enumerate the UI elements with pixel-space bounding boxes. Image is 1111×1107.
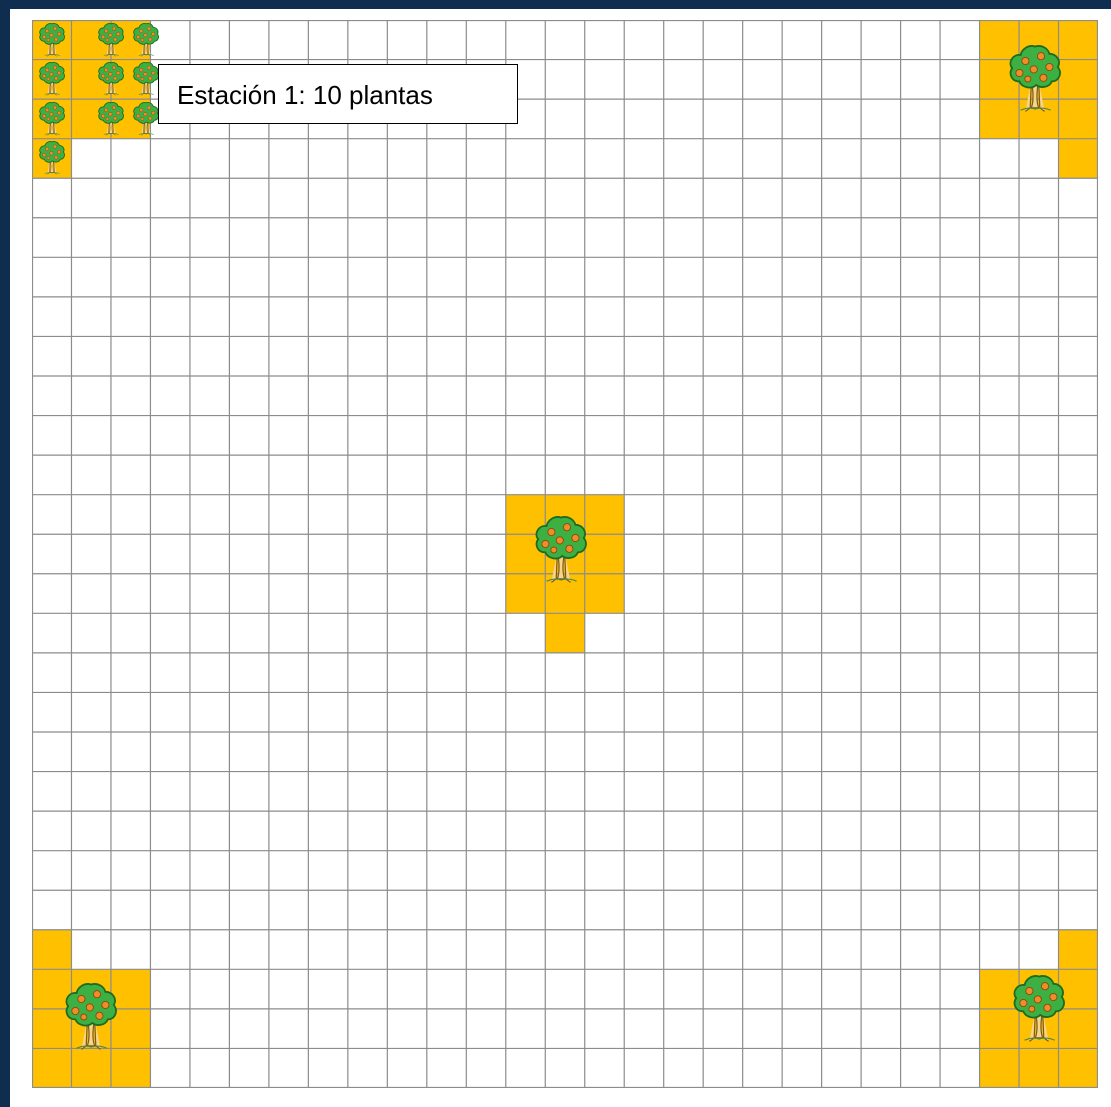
fruit-tree-icon: [131, 22, 161, 58]
fruit-tree-icon: [37, 101, 67, 137]
fruit-tree-icon: [131, 101, 161, 137]
fruit-tree-icon: [61, 981, 121, 1053]
fruit-tree-icon: [531, 514, 591, 586]
planting-grid: [32, 20, 1098, 1088]
fruit-tree-icon: [37, 22, 67, 58]
fruit-tree-icon: [131, 61, 161, 97]
top-frame-border: [0, 0, 1111, 9]
fruit-tree-icon: [96, 22, 126, 58]
station-label: Estación 1: 10 plantas: [158, 64, 518, 124]
fruit-tree-icon: [1005, 43, 1065, 115]
left-frame-border: [0, 0, 10, 1107]
fruit-tree-icon: [1009, 973, 1069, 1045]
fruit-tree-icon: [37, 61, 67, 97]
fruit-tree-icon: [37, 140, 67, 176]
fruit-tree-icon: [96, 101, 126, 137]
fruit-tree-icon: [96, 61, 126, 97]
